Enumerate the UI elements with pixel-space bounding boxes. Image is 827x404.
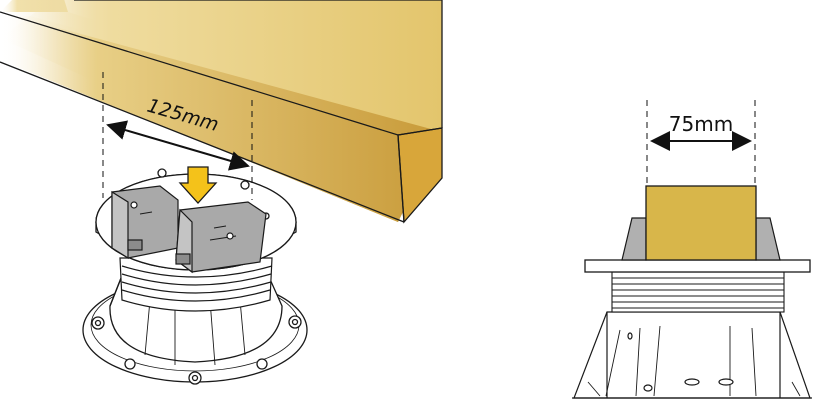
joist-beam bbox=[0, 0, 443, 224]
right-figure: 75mm bbox=[572, 100, 812, 399]
joist-end-side bbox=[645, 185, 757, 261]
pedestal-base-side bbox=[572, 311, 812, 399]
left-figure: 125mm bbox=[0, 0, 443, 385]
joist-clips-side bbox=[621, 217, 781, 261]
pedestal-thread bbox=[119, 257, 273, 312]
dimension-guides-left bbox=[102, 72, 253, 200]
dimension-guides-right bbox=[646, 100, 756, 184]
pedestal-thread-side bbox=[611, 271, 785, 313]
dimension-label-75: 75mm bbox=[669, 112, 733, 136]
joist-clips bbox=[111, 185, 267, 274]
dimension-arrow-125 bbox=[106, 120, 250, 171]
pedestal-head-side bbox=[584, 259, 811, 273]
